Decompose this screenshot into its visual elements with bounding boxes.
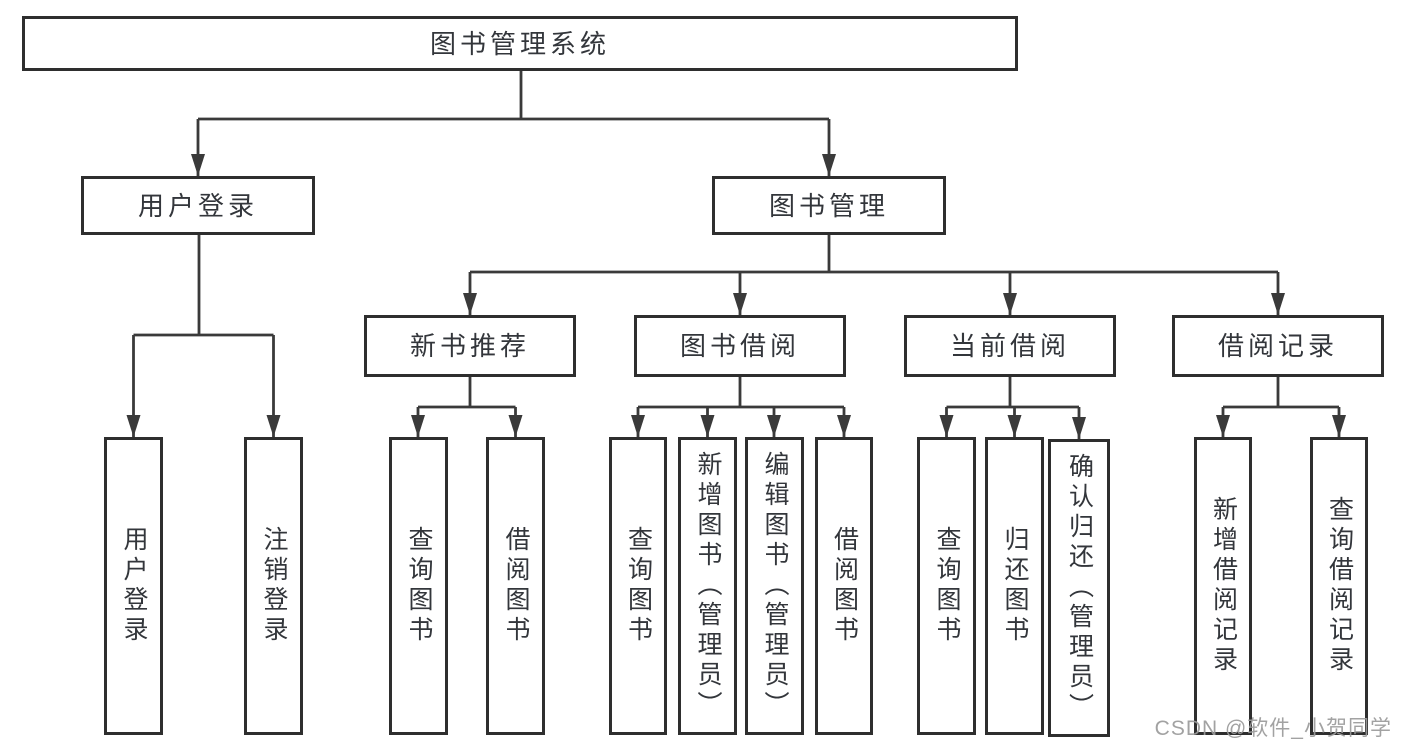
node-current-borrowing: 当前借阅 [904,315,1116,377]
leaf-recommend-query-books: 查询图书 [389,437,448,735]
leaf-user-login: 用户登录 [104,437,163,735]
leaf-logout: 注销登录 [244,437,303,735]
node-borrow-records: 借阅记录 [1172,315,1384,377]
leaf-current-confirm-return-admin: 确认归还（管理员） [1048,439,1110,737]
connector-segments [133,71,1339,409]
leaf-current-return-books: 归还图书 [985,437,1044,735]
leaf-recommend-borrow-books: 借阅图书 [486,437,545,735]
leaf-borrowing-add-books-admin: 新增图书（管理员） [678,437,737,735]
leaf-current-query-books: 查询图书 [917,437,976,735]
leaf-records-query-record: 查询借阅记录 [1310,437,1368,735]
leaf-records-add-record: 新增借阅记录 [1194,437,1252,735]
node-book-borrowing: 图书借阅 [634,315,846,377]
leaf-borrowing-edit-books-admin: 编辑图书（管理员） [745,437,804,735]
connector-arrows [126,119,1346,439]
node-book-management: 图书管理 [712,176,946,235]
leaf-borrowing-query-books: 查询图书 [609,437,667,735]
leaf-borrowing-borrow-books: 借阅图书 [815,437,873,735]
node-root-system: 图书管理系统 [22,16,1018,71]
watermark: CSDN @软件_小贺同学 [1154,717,1392,740]
node-user-login: 用户登录 [81,176,315,235]
node-new-book-recommend: 新书推荐 [364,315,576,377]
